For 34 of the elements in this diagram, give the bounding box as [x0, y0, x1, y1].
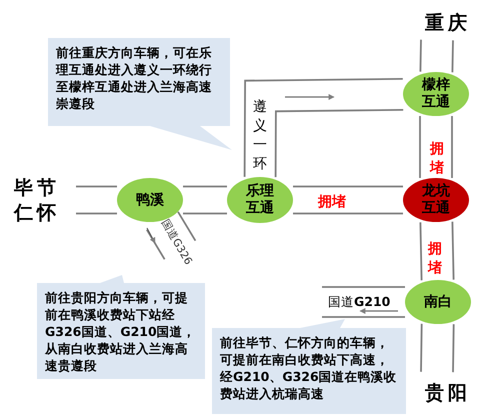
place-label: 毕节 — [14, 176, 60, 201]
road — [419, 115, 453, 179]
road-label: 拥堵 — [318, 193, 346, 211]
callout-text: 前往毕节、仁怀方向的车辆，可提前在南白收费站下高速，经G210、G326国道在鸭溪收费站进入杭瑞高速 — [220, 334, 398, 402]
interchange-ellipse — [403, 72, 469, 116]
callout-text: 前往重庆方向车辆，可在乐理互通处进入遵义一环绕行至檬梓互通处进入兰海高速崇遵段 — [56, 44, 213, 112]
road — [182, 186, 228, 214]
road-label: 拥堵 — [430, 140, 444, 178]
road-label: 遵义一环 — [253, 98, 267, 174]
node-label: 檬梓互通 — [420, 77, 451, 111]
interchange-ellipse — [227, 177, 293, 223]
road — [420, 220, 454, 282]
place-label: 仁怀 — [14, 201, 60, 226]
callout-bubble — [37, 275, 205, 379]
road — [292, 186, 404, 214]
road — [420, 322, 455, 374]
node-label: 鸭溪 — [135, 192, 165, 208]
interchange-ellipse — [405, 280, 471, 324]
road — [75, 186, 118, 214]
callout-bubble — [212, 319, 406, 414]
place-label: 重庆 — [425, 11, 471, 36]
road — [244, 78, 404, 178]
road — [420, 38, 454, 74]
interchange-ellipse — [403, 178, 469, 222]
road-label: 拥堵 — [428, 240, 442, 278]
road — [321, 286, 406, 318]
road — [146, 210, 196, 260]
node-label: 南白 — [423, 294, 453, 310]
node-label: 龙坑互通 — [420, 183, 451, 217]
place-label: 贵阳 — [425, 381, 471, 406]
callout-text: 前往贵阳方向车辆，可提前在鸭溪收费站下站经G326国道、G210国道，从南白收费站进入兰海高速贵遵段 — [45, 289, 197, 374]
node-label: 乐理互通 — [244, 183, 275, 217]
road-label: 国道G210 — [328, 294, 390, 311]
callout-bubble — [48, 38, 232, 150]
